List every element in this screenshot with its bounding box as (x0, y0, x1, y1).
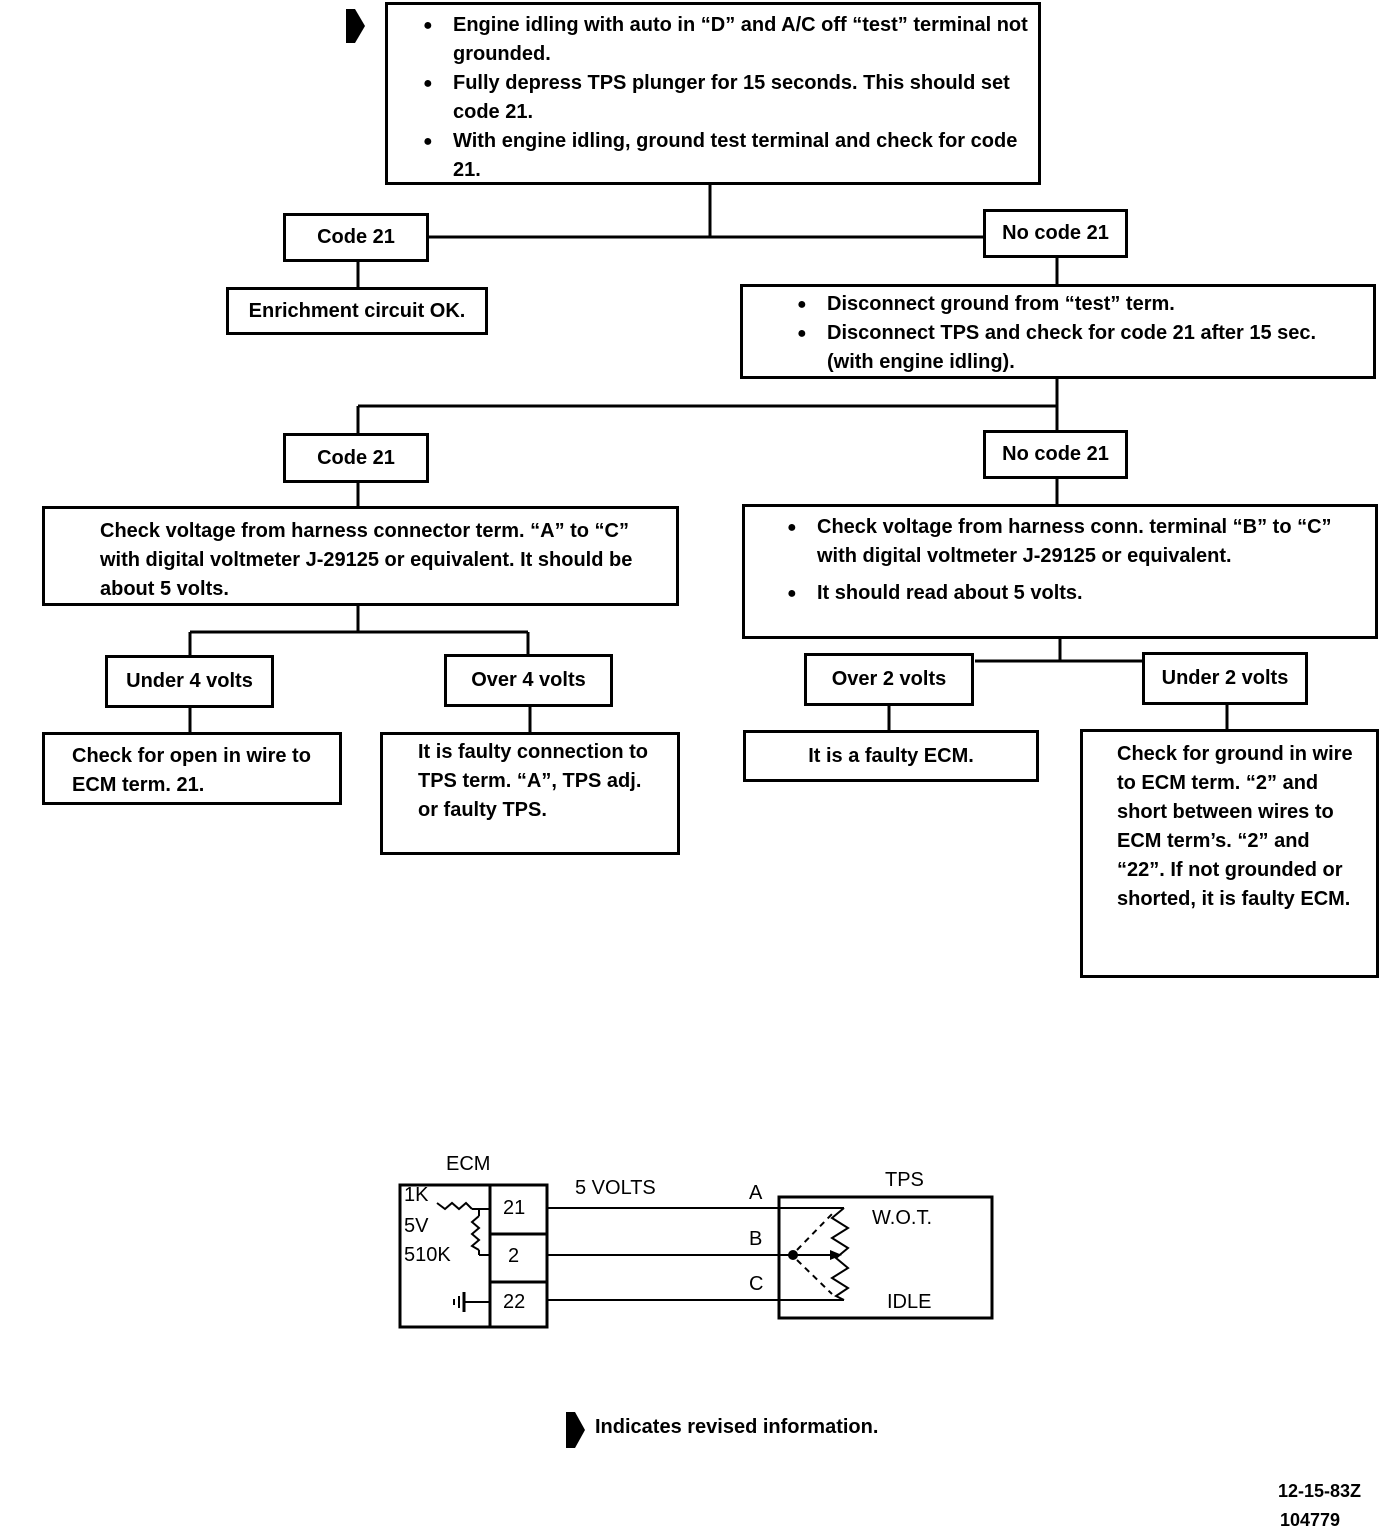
wire-c-label: C (749, 1273, 764, 1295)
terminal-2-label: 2 (508, 1245, 520, 1267)
date-code: 12-15-83Z (1278, 1481, 1362, 1501)
resistor-1k-label: 1K (404, 1184, 429, 1206)
idle-label: IDLE (887, 1291, 932, 1313)
start-step-2: Fully depress TPS plunger for 15 seconds… (423, 69, 1028, 127)
ecm-label: ECM (446, 1153, 491, 1175)
faulty-ecm-box: It is a faulty ECM. (743, 730, 1039, 782)
start-box: Engine idling with auto in “D” and A/C o… (385, 2, 1041, 185)
check-voltage-bc-box: Check voltage from harness conn. termina… (742, 504, 1378, 639)
disconnect-step-1: Disconnect ground from “test” term. (797, 290, 1363, 319)
check-voltage-ac-box: Check voltage from harness connector ter… (42, 506, 679, 606)
over-4-volts-box: Over 4 volts (444, 654, 613, 707)
resistor-510k-label: 510K (404, 1244, 451, 1266)
figure-id: 104779 (1280, 1510, 1341, 1530)
wire-b-label: B (749, 1228, 763, 1250)
no-code21-box-top: No code 21 (983, 209, 1128, 258)
under-2-volts-box: Under 2 volts (1142, 652, 1308, 705)
terminal-21-label: 21 (503, 1197, 526, 1219)
revised-legend-icon (566, 1412, 585, 1448)
over-2-volts-box: Over 2 volts (804, 653, 974, 706)
check-bc-step-2: It should read about 5 volts. (787, 579, 1365, 608)
ground-check-box: Check for ground in wire to ECM term. “2… (1080, 729, 1379, 978)
code21-box-mid: Code 21 (283, 433, 429, 483)
five-volts-label: 5 VOLTS (575, 1177, 656, 1199)
start-step-1: Engine idling with auto in “D” and A/C o… (423, 11, 1028, 69)
wire-a-label: A (749, 1182, 763, 1204)
revised-marker-icon (346, 9, 365, 43)
disconnect-step-2: Disconnect TPS and check for code 21 aft… (797, 319, 1363, 377)
enrichment-ok-box: Enrichment circuit OK. (226, 287, 488, 335)
tps-label: TPS (885, 1169, 924, 1191)
start-step-3: With engine idling, ground test terminal… (423, 127, 1028, 185)
under-4-volts-box: Under 4 volts (105, 655, 274, 708)
supply-5v-label: 5V (404, 1215, 429, 1237)
code21-box-top: Code 21 (283, 213, 429, 262)
no-code21-box-mid: No code 21 (983, 430, 1128, 479)
disconnect-box: Disconnect ground from “test” term. Disc… (740, 284, 1376, 379)
faulty-connection-box: It is faulty connection to TPS term. “A”… (380, 732, 680, 855)
terminal-22-label: 22 (503, 1291, 526, 1313)
legend-text: Indicates revised information. (595, 1416, 879, 1438)
wot-label: W.O.T. (872, 1207, 932, 1229)
check-bc-step-1: Check voltage from harness conn. termina… (787, 513, 1365, 571)
open-wire-box: Check for open in wire to ECM term. 21. (42, 732, 342, 805)
